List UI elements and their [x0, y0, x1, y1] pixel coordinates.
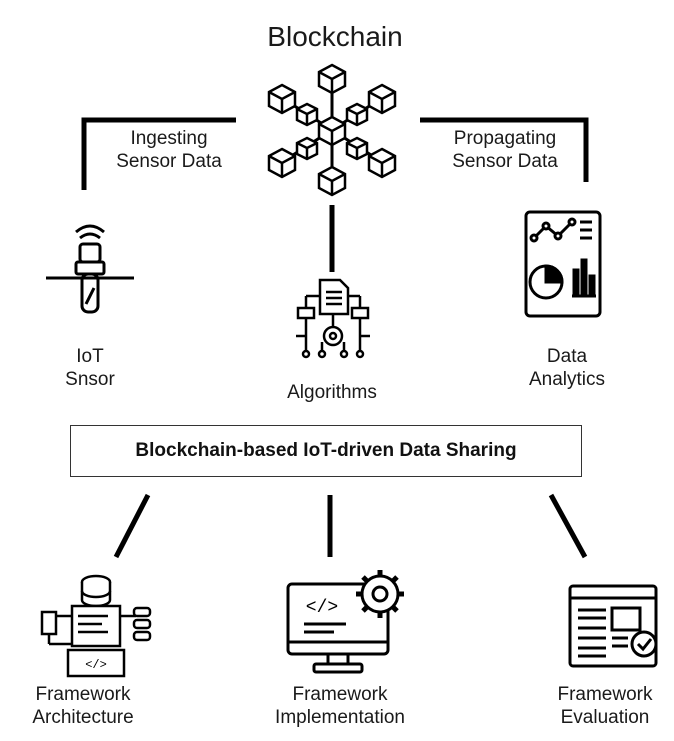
iot-sensor-icon	[46, 224, 134, 314]
architecture-connector	[113, 493, 151, 559]
algorithm-flowchart-icon	[296, 278, 370, 359]
framework-architecture-label: Framework Architecture	[32, 684, 134, 728]
evaluation-window-check-icon	[568, 584, 658, 668]
propagating-edge-label: Propagating Sensor Data	[452, 128, 558, 172]
architecture-database-icon: </>	[40, 574, 152, 678]
iot-sensor-label: IoT Snsor	[65, 346, 115, 390]
left-connector	[81, 117, 236, 190]
data-analytics-label: Data Analytics	[528, 346, 606, 390]
algorithms-label: Algorithms	[287, 382, 377, 403]
monitor-code-gear-icon: </>	[286, 570, 404, 674]
central-framework-title: Blockchain-based IoT-driven Data Sharing	[135, 440, 517, 461]
blockchain-cubes-icon	[267, 63, 397, 197]
evaluation-connector	[548, 493, 588, 559]
svg-text:</>: </>	[85, 658, 107, 672]
svg-text:</>: </>	[306, 598, 338, 618]
diagram-title: Blockchain	[267, 21, 403, 52]
right-connector	[420, 117, 589, 182]
framework-evaluation-label: Framework Evaluation	[557, 684, 653, 728]
central-framework-box: Blockchain-based IoT-driven Data Sharing	[70, 425, 582, 477]
framework-implementation-label: Framework Implementation	[275, 684, 405, 728]
data-analytics-icon	[524, 210, 602, 318]
ingesting-edge-label: Ingesting Sensor Data	[116, 128, 222, 172]
